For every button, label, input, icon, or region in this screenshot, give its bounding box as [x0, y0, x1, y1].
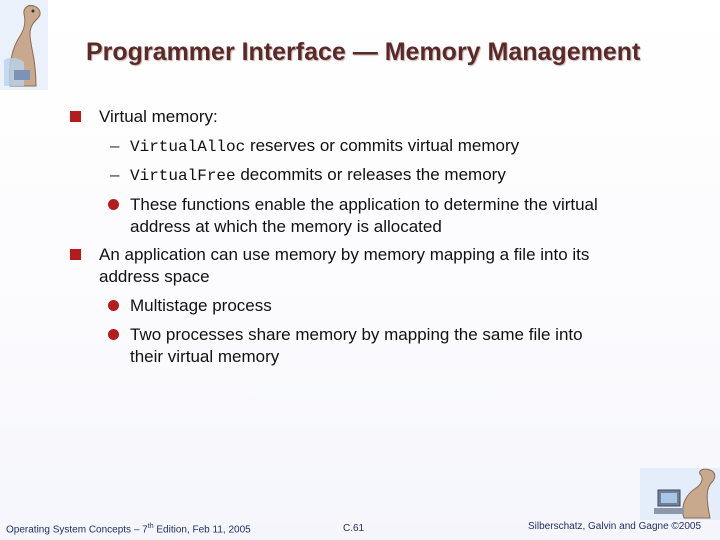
footer-slide-number: C.61 [343, 523, 365, 534]
dinosaur-computer-logo-icon [640, 468, 720, 520]
bullet-text: Virtual memory: [99, 107, 218, 126]
footer-course-info: Operating System Concepts – 7th Edition,… [6, 523, 251, 535]
subitem-text: decommits or releases the memory [235, 165, 506, 184]
round-bullet-icon [108, 329, 119, 340]
footer-left-prefix: Operating System Concepts – 7 [6, 524, 148, 536]
round-bullet-icon [108, 300, 119, 311]
bullet-text: An application can use memory by memory … [99, 244, 589, 288]
bullet-line: An application can use memory by memory … [99, 245, 590, 264]
square-bullet-icon [70, 249, 81, 260]
subitem-virtualalloc: VirtualAlloc reserves or commits virtual… [130, 135, 519, 158]
subitem-text: reserves or commits virtual memory [245, 136, 520, 155]
dot-item-multistage: Multistage process [130, 295, 272, 317]
round-bullet-icon [108, 199, 119, 210]
code-text: VirtualAlloc [130, 138, 246, 156]
slide-title: Programmer Interface — Memory Management [86, 38, 641, 66]
footer-copyright: Silberschatz, Galvin and Gagne ©2005 [528, 521, 702, 532]
dot-item-line: Two processes share memory by mapping th… [130, 325, 583, 344]
footer-left-sup: th [147, 523, 154, 530]
square-bullet-icon [70, 111, 81, 122]
bullet-line: address space [99, 267, 210, 286]
dot-item-line: These functions enable the application t… [130, 195, 598, 214]
footer-left-suffix: Edition, Feb 11, 2005 [153, 524, 251, 536]
dinosaur-logo-icon [0, 0, 48, 90]
dash-bullet-icon: – [110, 136, 120, 155]
subitem-virtualfree: VirtualFree decommits or releases the me… [130, 164, 506, 187]
code-text: VirtualFree [130, 167, 236, 185]
dot-item-line: address at which the memory is allocated [130, 217, 442, 236]
dot-item-line: their virtual memory [130, 347, 280, 366]
dot-item-share-memory: Two processes share memory by mapping th… [130, 324, 583, 368]
dot-item-functions: These functions enable the application t… [130, 194, 598, 238]
dash-bullet-icon: – [110, 165, 120, 184]
dot-item-line: Multistage process [130, 296, 272, 315]
